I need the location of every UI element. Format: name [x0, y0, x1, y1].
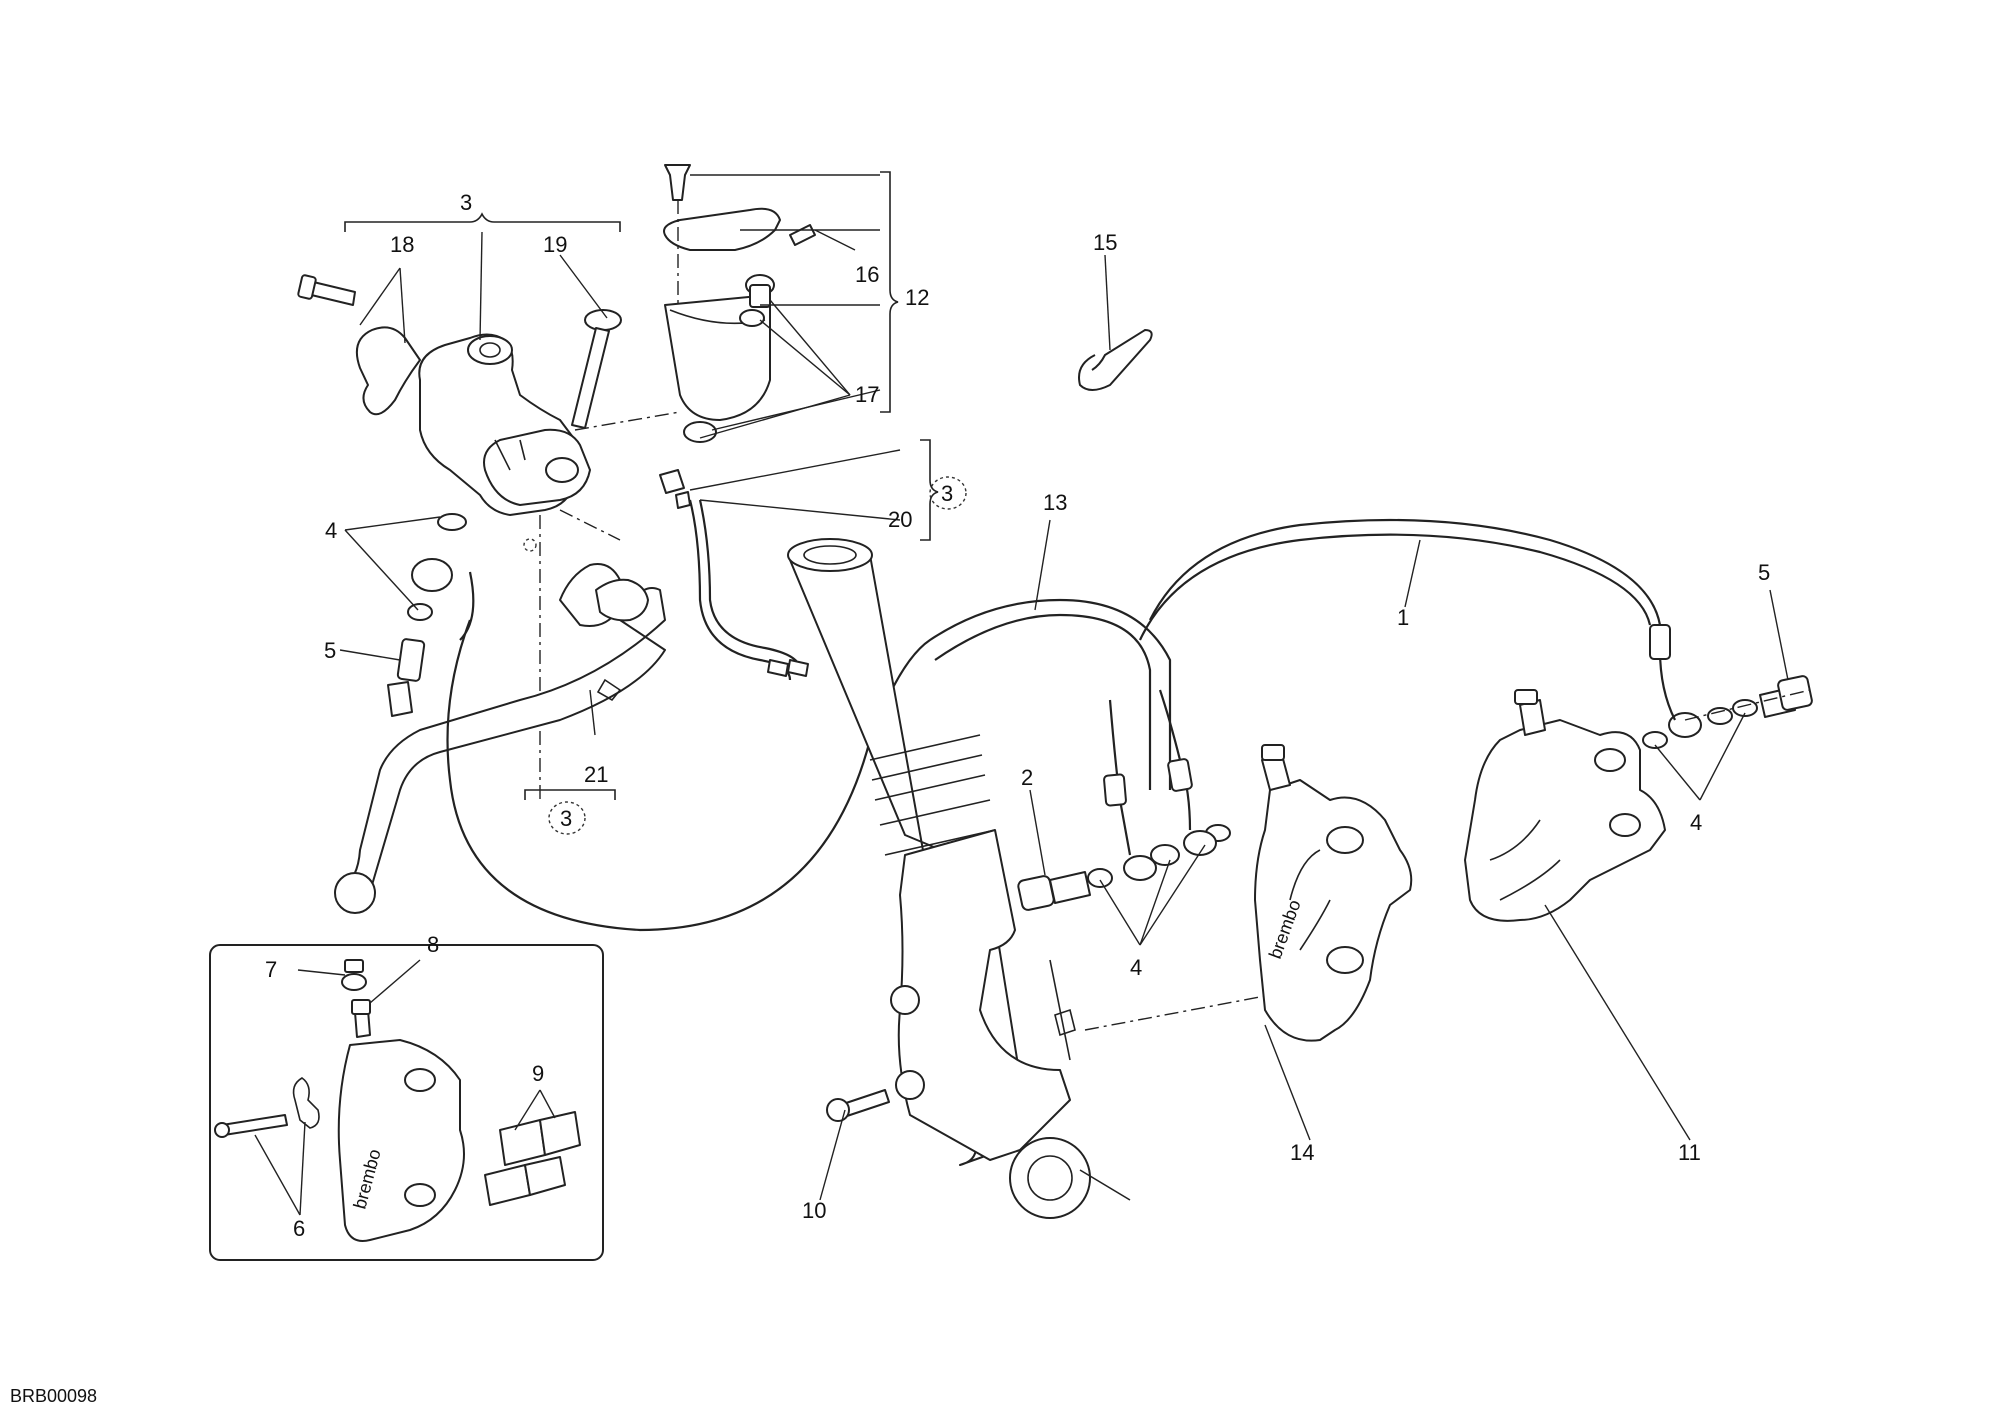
callout-6: 6 [293, 1216, 305, 1241]
callout-3-top: 3 [460, 190, 472, 215]
left-banjo-fittings [387, 513, 475, 717]
callout-8: 8 [427, 932, 439, 957]
callout-11: 11 [1678, 1140, 1701, 1165]
callout-20: 20 [888, 507, 912, 532]
callout-4-mid: 4 [1130, 955, 1142, 980]
reference-circle-3b [548, 801, 586, 835]
brake-hose-1 [1149, 518, 1662, 626]
callout-12: 12 [905, 285, 929, 310]
callout-1: 1 [1397, 605, 1409, 630]
left-caliper: brembo [1017, 689, 1413, 1042]
callout-2: 2 [1021, 765, 1033, 790]
callout-3-ref-b: 3 [560, 806, 572, 831]
brake-lever [334, 538, 666, 914]
callout-7: 7 [265, 957, 277, 982]
brake-hose-13 [446, 598, 1172, 932]
brake-fluid-reservoir [663, 164, 899, 443]
brake-hose-13-outer [934, 613, 1152, 790]
caliper-inset: brembo [209, 944, 604, 1261]
callout-10: 10 [802, 1198, 826, 1223]
callout-19: 19 [543, 232, 567, 257]
bracket-21 [524, 789, 616, 800]
callout-14: 14 [1290, 1140, 1314, 1165]
brake-light-switch-wire [659, 439, 939, 681]
callout-9: 9 [532, 1061, 544, 1086]
callout-5-left: 5 [324, 638, 336, 663]
leader-lines [339, 231, 1789, 1201]
callout-3-ref-a: 3 [941, 481, 953, 506]
callout-4-right: 4 [1690, 810, 1702, 835]
callout-4-left: 4 [325, 518, 337, 543]
callout-17: 17 [855, 382, 879, 407]
master-cylinder-assembly [297, 212, 681, 800]
callout-16: 16 [855, 262, 879, 287]
callout-15: 15 [1093, 230, 1117, 255]
callout-21: 21 [584, 762, 608, 787]
right-caliper [1464, 624, 1813, 922]
callout-5-right: 5 [1758, 560, 1770, 585]
callout-labels: 1 2 3 3 3 4 4 4 5 5 6 7 8 9 10 11 12 13 … [265, 190, 1770, 1241]
reference-circle-3a [929, 476, 967, 510]
callout-18: 18 [390, 232, 414, 257]
hose-clip [1078, 329, 1153, 391]
fork-leg [787, 538, 1351, 1219]
callout-13: 13 [1043, 490, 1067, 515]
diagram-code: BRB00098 [10, 1386, 97, 1406]
brake-hose-1-outer [1139, 533, 1652, 641]
